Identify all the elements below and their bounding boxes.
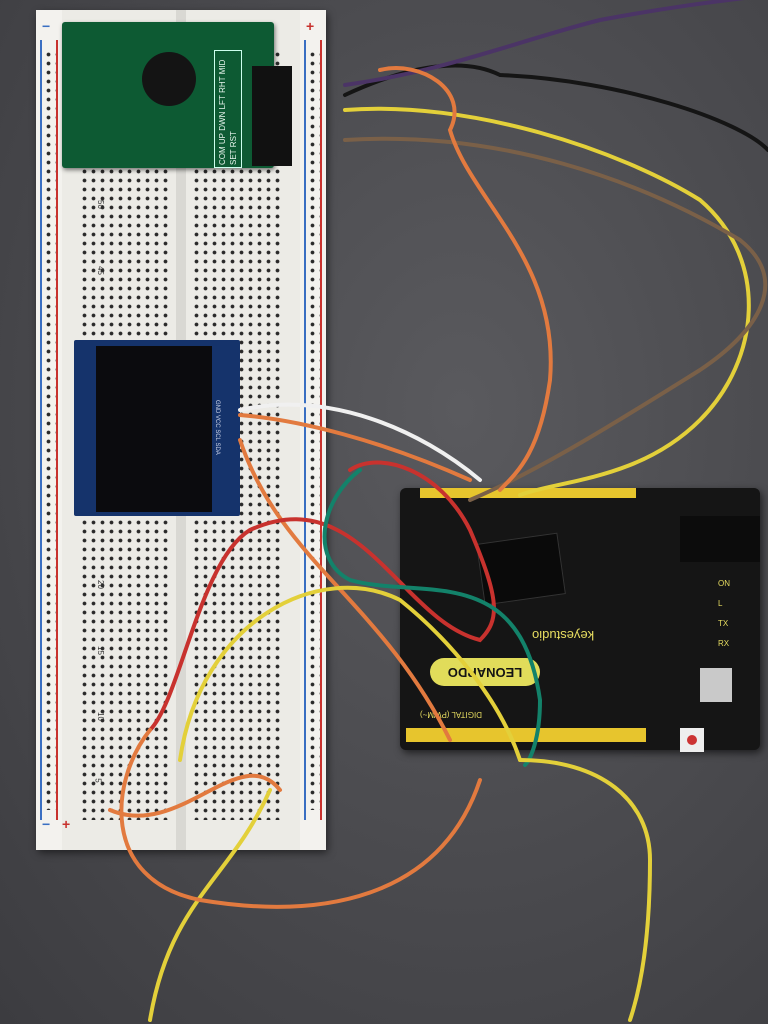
wire-orange-scl — [238, 438, 452, 742]
wire-white — [238, 402, 482, 482]
wire-yellow-bottom-right — [518, 758, 653, 1022]
encoder-header-connector — [252, 66, 292, 166]
wire-red — [148, 460, 496, 732]
rail-plus-label-bottom: + — [62, 816, 71, 832]
left-power-rail — [36, 10, 62, 850]
oled-pin-labels: GND VCC SCL SDA — [214, 400, 220, 455]
rotary-encoder-module: COM UP DWN LFT RHT MID SET RST — [62, 22, 292, 168]
reset-button[interactable] — [680, 728, 704, 752]
wire-yellow-top — [343, 106, 751, 497]
wire-brown — [343, 136, 768, 502]
rail-minus-label-bottom: − — [42, 816, 51, 832]
micro-usb-port[interactable] — [700, 668, 732, 702]
oled-display-module: GND VCC SCL SDA — [74, 340, 240, 516]
wire-yellow-mid — [178, 585, 522, 762]
rail-plus-label: + — [306, 18, 315, 34]
digital-header — [406, 728, 646, 742]
wire-green — [322, 468, 543, 767]
wire-yellow-bottom-left — [148, 788, 272, 1022]
wire-orange-loop — [119, 728, 482, 909]
oled-screen — [96, 346, 212, 512]
rail-minus-label: − — [42, 18, 51, 34]
wire-purple — [343, 0, 745, 87]
wire-orange-bottom — [108, 773, 282, 818]
encoder-knob[interactable] — [142, 52, 196, 106]
wire-orange-top — [378, 66, 553, 492]
status-led-labels: ON L TX RX — [718, 579, 730, 648]
wire-orange-oled — [238, 413, 472, 482]
arduino-leonardo-board: keyestudio LEONARDO ON L TX RX DIGITAL (… — [400, 488, 760, 752]
dc-power-jack — [680, 516, 760, 562]
